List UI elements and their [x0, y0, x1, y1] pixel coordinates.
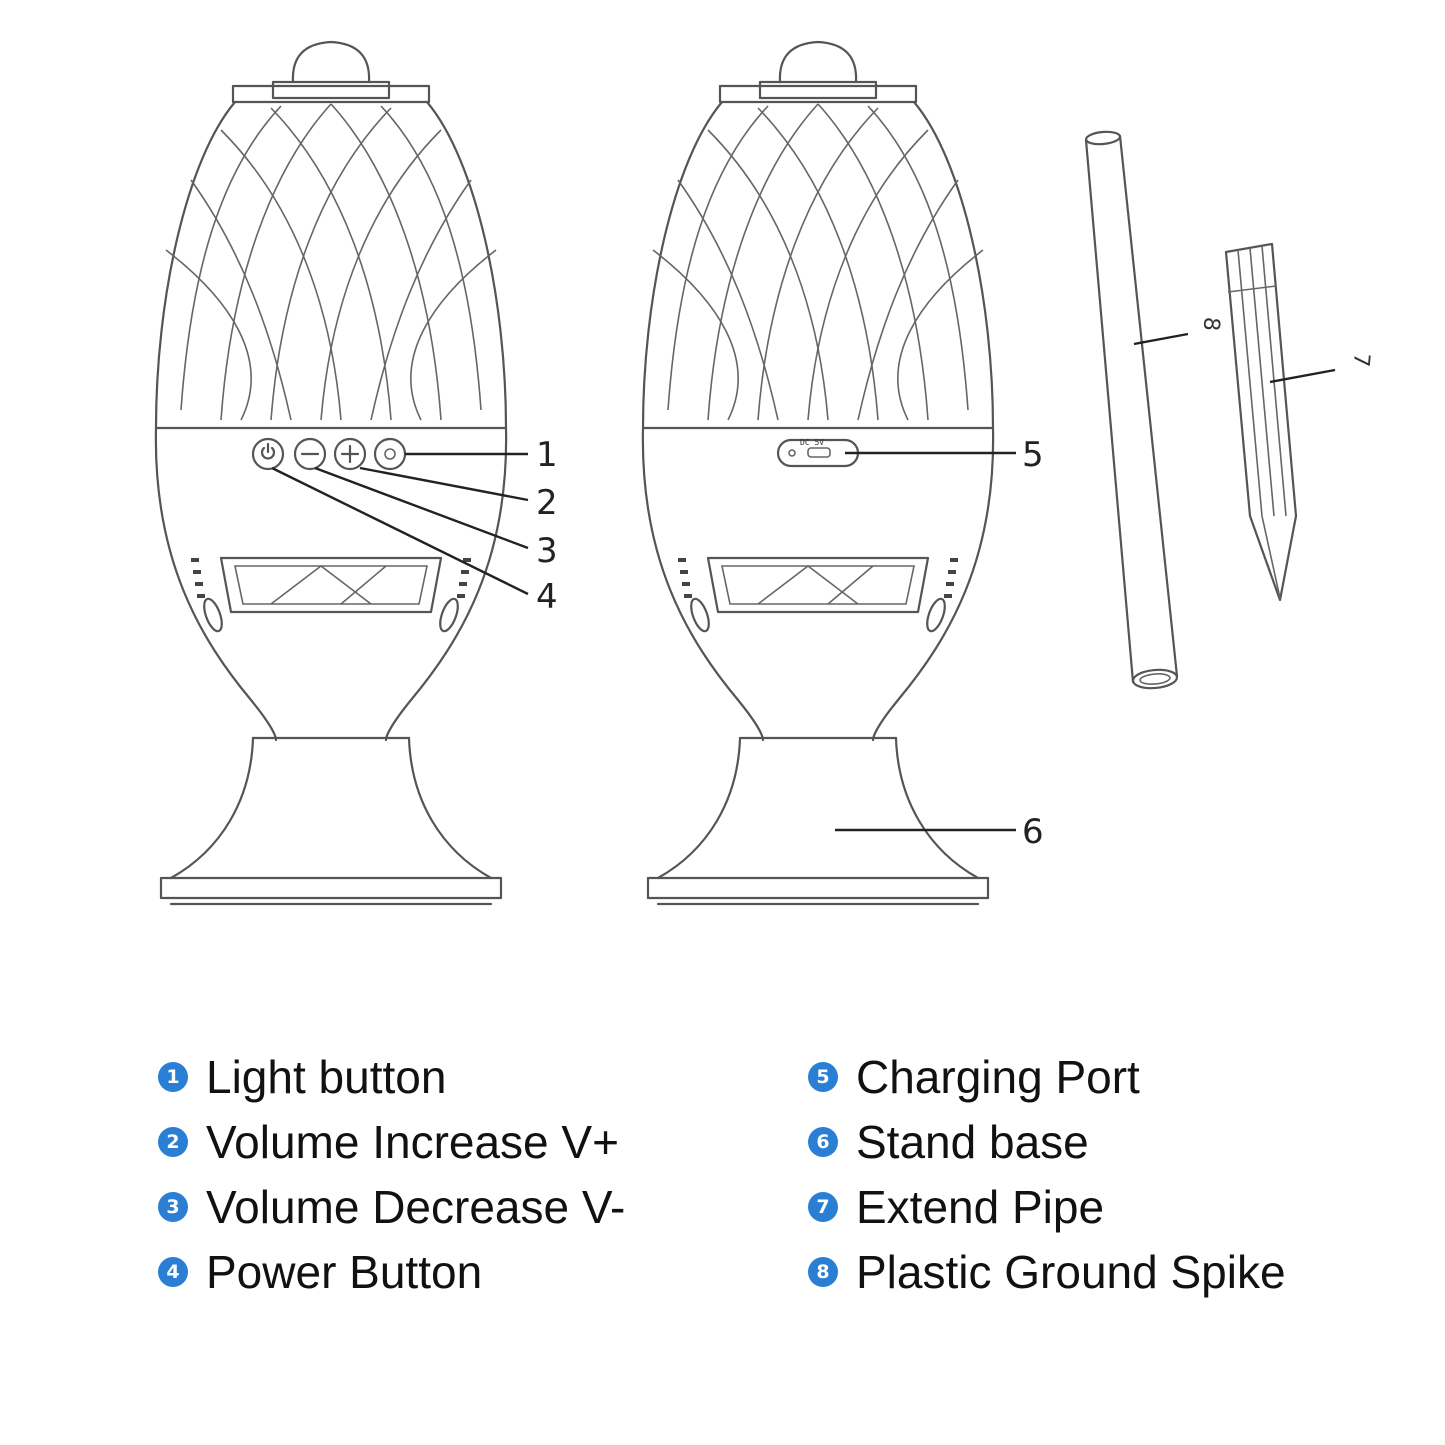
- legend-label: Volume Increase V+: [206, 1115, 619, 1168]
- callout-1: 1: [536, 435, 558, 475]
- plus-button-icon: [333, 437, 367, 471]
- legend-label: Charging Port: [856, 1050, 1140, 1103]
- number-badge-icon: 8: [808, 1256, 838, 1287]
- light-button-icon: [373, 437, 407, 471]
- legend-right: 5 Charging Port 6 Stand base 7 Extend Pi…: [808, 1044, 1286, 1304]
- legend-item-charging-port: 5 Charging Port: [808, 1044, 1286, 1109]
- legend-item-power-button: 4 Power Button: [158, 1239, 625, 1304]
- legend-label: Power Button: [206, 1245, 483, 1298]
- number-badge-icon: 6: [808, 1126, 838, 1157]
- callout-2: 2: [536, 483, 558, 523]
- product-diagram: 1 2 3 4 DC 5V 5 6 8 7: [153, 40, 1374, 906]
- legend-label: Light button: [206, 1050, 447, 1103]
- legend-left: 1 Light button 2 Volume Increase V+ 3 Vo…: [158, 1044, 625, 1304]
- callout-6: 6: [1022, 812, 1044, 852]
- legend-item-ground-spike: 8 Plastic Ground Spike: [808, 1239, 1286, 1304]
- callout-8: 8: [1198, 316, 1224, 332]
- minus-button-icon: [293, 437, 327, 471]
- port-label: DC 5V: [800, 438, 824, 447]
- number-badge-icon: 5: [808, 1061, 838, 1092]
- number-badge-icon: 4: [158, 1256, 188, 1287]
- callout-5: 5: [1022, 435, 1044, 475]
- button-row: [251, 437, 407, 471]
- legend-item-volume-increase: 2 Volume Increase V+: [158, 1109, 625, 1174]
- charging-port: DC 5V: [776, 438, 860, 468]
- number-badge-icon: 1: [158, 1061, 188, 1092]
- power-button-icon: [251, 437, 285, 471]
- number-badge-icon: 2: [158, 1126, 188, 1157]
- ground-spike: 7: [1224, 242, 1374, 602]
- extend-pipe: 8: [1084, 130, 1224, 690]
- lamp-rear-view: [640, 40, 996, 906]
- callout-7: 7: [1348, 352, 1374, 368]
- legend-item-volume-decrease: 3 Volume Decrease V-: [158, 1174, 625, 1239]
- legend-label: Volume Decrease V-: [206, 1180, 626, 1233]
- number-badge-icon: 7: [808, 1191, 838, 1222]
- callout-3: 3: [536, 531, 558, 571]
- legend-label: Plastic Ground Spike: [856, 1245, 1286, 1298]
- legend-item-stand-base: 6 Stand base: [808, 1109, 1286, 1174]
- legend-label: Stand base: [856, 1115, 1089, 1168]
- number-badge-icon: 3: [158, 1191, 188, 1222]
- legend-item-extend-pipe: 7 Extend Pipe: [808, 1174, 1286, 1239]
- callout-4: 4: [536, 577, 558, 617]
- legend-item-light-button: 1 Light button: [158, 1044, 625, 1109]
- legend-label: Extend Pipe: [856, 1180, 1105, 1233]
